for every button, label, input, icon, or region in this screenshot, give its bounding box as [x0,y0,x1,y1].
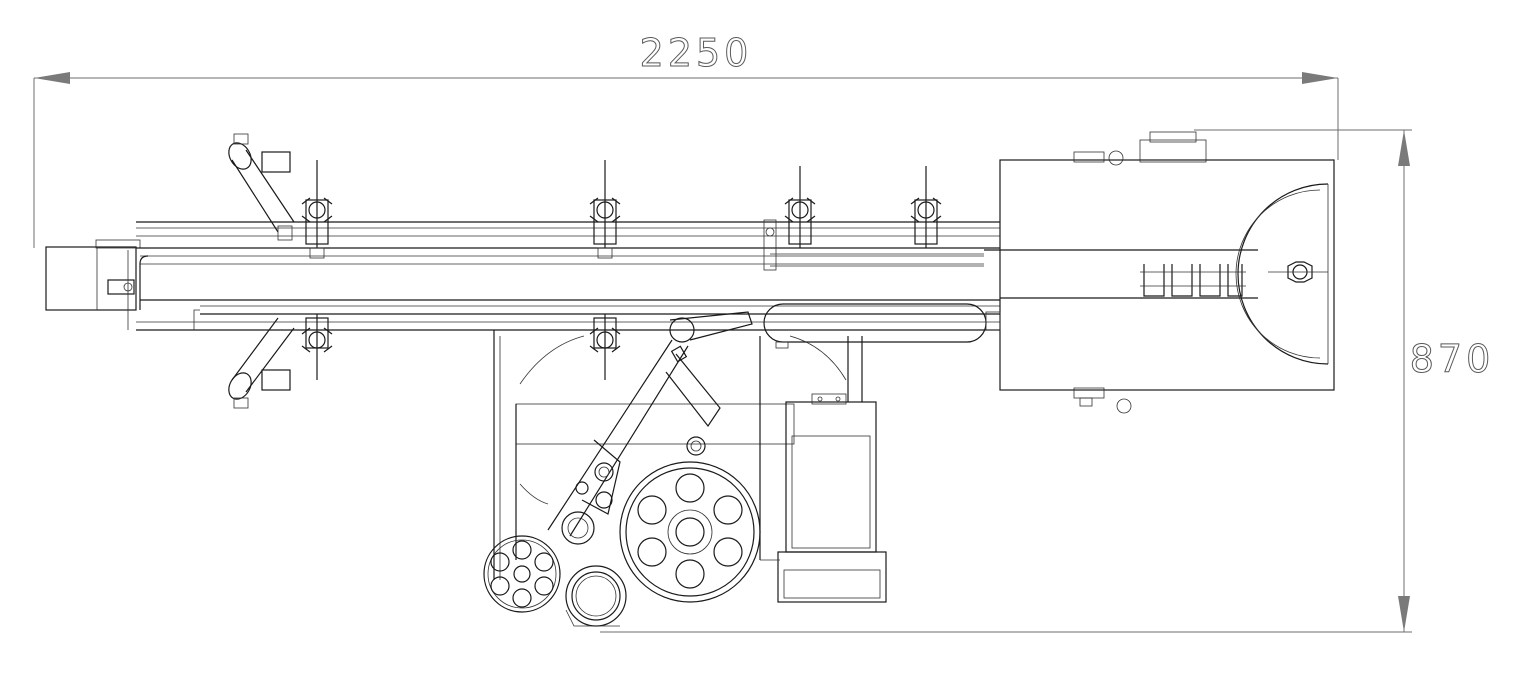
adjuster-top-4 [910,166,942,248]
width-dimension: 2250 [33,31,1339,248]
label-reel-large [619,461,761,603]
height-dimension: 870 [600,129,1495,633]
adjuster-top-1 [301,160,333,259]
main-conveyor [45,221,1258,331]
motor-box [777,393,887,603]
height-dimension-label: 870 [1410,337,1495,381]
adjuster-bottom-1 [301,314,333,380]
guide-rail-adjusters [301,160,942,380]
adjuster-top-2 [589,160,621,259]
adjuster-bottom-2 [589,314,621,380]
width-dimension-label: 2250 [640,31,753,75]
adjuster-top-3 [784,166,816,248]
rotary-table-module [999,131,1335,414]
label-reel-small [483,535,561,613]
labeling-arm [547,311,753,545]
labeler-frame [493,303,1001,580]
label-roll [565,565,627,627]
infeed-rollers [228,133,295,409]
